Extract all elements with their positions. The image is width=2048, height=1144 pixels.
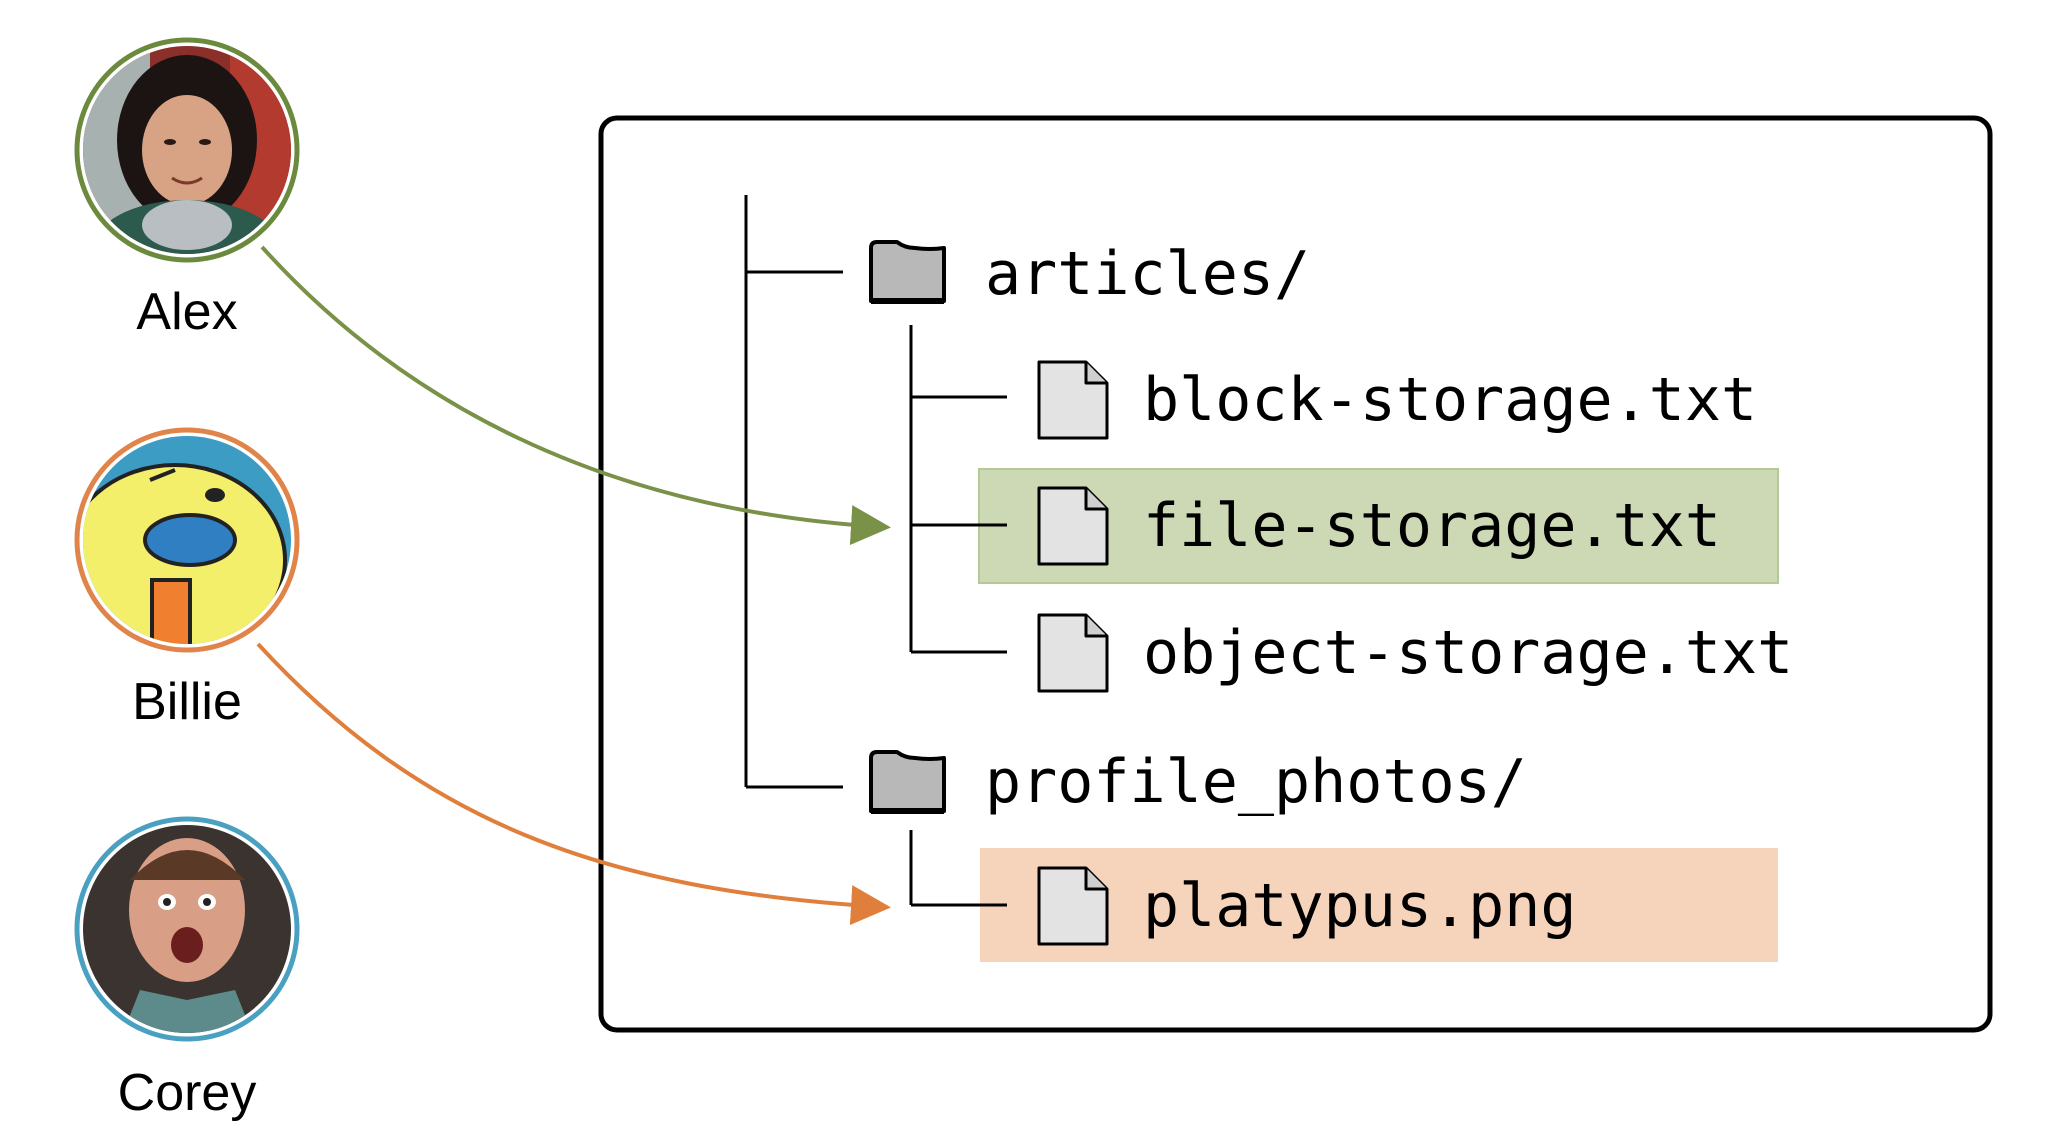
avatar-alex xyxy=(74,37,300,263)
file-icon xyxy=(1037,360,1109,440)
connection-arrow-billie xyxy=(256,642,891,926)
user-name-billie: Billie xyxy=(132,673,242,731)
file-name-object-storage: object-storage.txt xyxy=(1143,618,1794,688)
folder-icon xyxy=(869,750,946,814)
file-name-file-storage: file-storage.txt xyxy=(1143,491,1721,561)
highlight-file-storage xyxy=(978,468,1779,584)
user-name-corey: Corey xyxy=(117,1064,257,1122)
file-icon xyxy=(1037,866,1109,946)
file-name-platypus: platypus.png xyxy=(1143,871,1577,941)
highlight-platypus xyxy=(980,848,1778,962)
folder-icon xyxy=(869,240,946,304)
avatar-corey xyxy=(74,816,300,1042)
folder-name-profile-photos: profile_photos/ xyxy=(985,747,1527,817)
file-name-block-storage: block-storage.txt xyxy=(1143,365,1758,435)
avatar-billie xyxy=(74,427,300,653)
tree-lines xyxy=(744,195,1007,907)
user-name-alex: Alex xyxy=(136,283,238,341)
connection-arrow-alex xyxy=(260,245,891,546)
file-icon xyxy=(1037,486,1109,566)
file-icon xyxy=(1037,613,1109,693)
folder-name-articles: articles/ xyxy=(985,239,1311,309)
